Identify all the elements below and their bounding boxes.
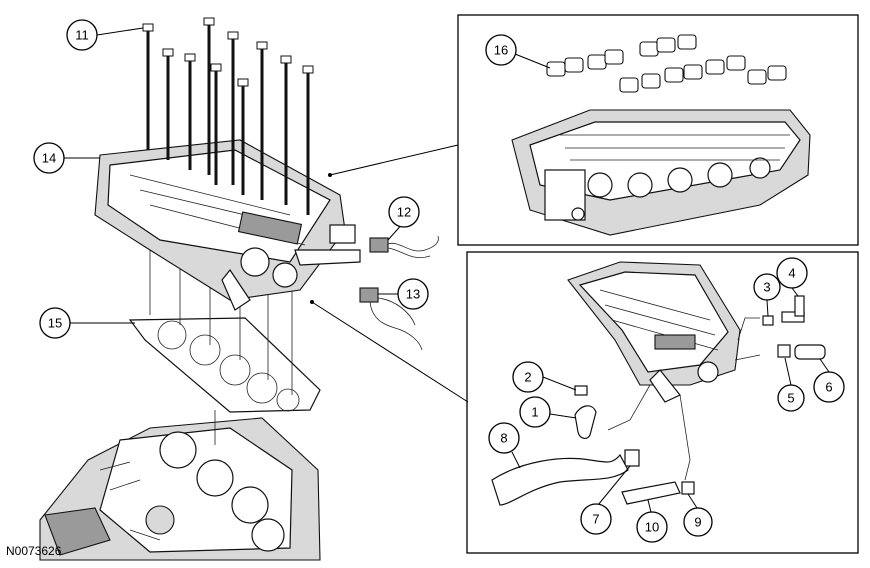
svg-text:13: 13 xyxy=(406,287,420,302)
svg-text:4: 4 xyxy=(788,266,795,281)
callout-9: 9 xyxy=(683,507,713,537)
svg-text:1: 1 xyxy=(531,405,538,420)
callout-12: 12 xyxy=(388,196,420,228)
figure-id-label: N0073626 xyxy=(6,544,62,558)
wiring-harness-12 xyxy=(369,235,439,258)
svg-text:8: 8 xyxy=(500,431,507,446)
tappets xyxy=(546,34,787,93)
head-gasket xyxy=(128,317,321,413)
coolant-hose-1 xyxy=(574,405,597,439)
callout-13: 13 xyxy=(397,278,429,310)
cylinder-head-detail xyxy=(511,109,811,236)
callout-1: 1 xyxy=(519,396,551,428)
callout-6: 6 xyxy=(813,371,845,403)
hose-clamp-3 xyxy=(762,315,774,326)
callout-4: 4 xyxy=(776,257,808,289)
callout-8: 8 xyxy=(488,422,520,454)
svg-text:2: 2 xyxy=(524,370,531,385)
svg-text:10: 10 xyxy=(645,520,659,535)
hose-clamp-9 xyxy=(681,481,695,495)
svg-text:14: 14 xyxy=(42,151,56,166)
svg-text:16: 16 xyxy=(494,43,508,58)
coolant-hose-8 xyxy=(491,453,629,506)
svg-text:7: 7 xyxy=(592,512,599,527)
hose-clamp-5 xyxy=(777,344,791,358)
engine-block xyxy=(39,417,321,561)
svg-text:11: 11 xyxy=(75,28,89,43)
callout-3: 3 xyxy=(753,273,781,301)
callout-5: 5 xyxy=(777,384,805,412)
callout-16: 16 xyxy=(485,34,517,66)
callout-11: 11 xyxy=(66,19,98,51)
svg-text:9: 9 xyxy=(694,515,701,530)
callout-7: 7 xyxy=(580,503,612,535)
head-bolts xyxy=(142,17,314,215)
connector-4 xyxy=(781,295,805,323)
hose-10 xyxy=(621,481,681,505)
hose-clamp-2 xyxy=(574,385,588,396)
svg-text:15: 15 xyxy=(48,316,62,331)
cylinder-head-hose-detail xyxy=(567,261,761,481)
callout-15: 15 xyxy=(39,307,71,339)
svg-text:6: 6 xyxy=(825,380,832,395)
wiring-harness-13 xyxy=(359,287,423,351)
cylinder-head-main xyxy=(94,139,361,311)
svg-text:3: 3 xyxy=(763,280,770,295)
callout-10: 10 xyxy=(636,511,668,543)
svg-text:12: 12 xyxy=(397,205,411,220)
svg-text:5: 5 xyxy=(787,391,794,406)
hose-clamp-7 xyxy=(624,449,640,467)
hose-6 xyxy=(794,344,826,360)
callout-14: 14 xyxy=(33,142,65,174)
callout-2: 2 xyxy=(512,361,544,393)
